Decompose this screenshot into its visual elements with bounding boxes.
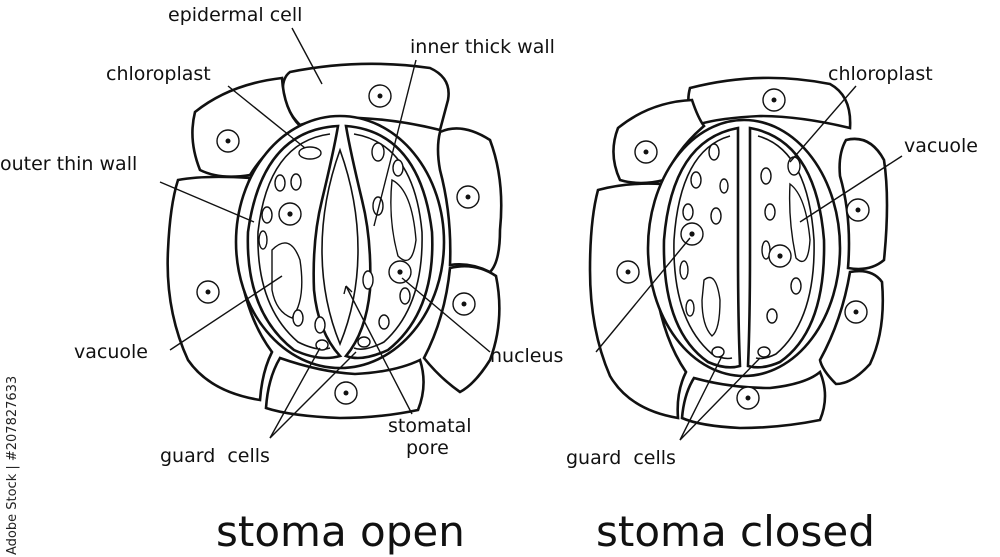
chloroplast — [760, 167, 772, 185]
chloroplast — [711, 346, 725, 358]
label-inner-thick-wall: inner thick wall — [410, 36, 555, 58]
chloroplast — [710, 207, 722, 225]
leader-guard-cell-closed-1 — [679, 355, 723, 441]
chloroplast — [274, 174, 286, 192]
nucleolus — [853, 309, 859, 315]
leader-guard-cell-open-1 — [269, 347, 321, 439]
chloroplast — [314, 316, 326, 334]
nucleolus — [855, 207, 861, 213]
label-chloroplast-open: chloroplast — [106, 63, 211, 85]
vacuole-right-closed — [788, 182, 811, 263]
chloroplast — [757, 346, 771, 358]
leader-nucleus-closed — [595, 237, 691, 353]
epidermal-cell-right — [422, 264, 501, 394]
chloroplast — [258, 230, 268, 250]
chloroplast — [685, 299, 695, 317]
leader-inner-thick-wall — [373, 59, 417, 227]
epidermal-cell-right — [818, 269, 885, 386]
label-stomatal-pore-2: pore — [406, 437, 449, 459]
nucleolus — [205, 289, 211, 295]
leader-vacuole-closed — [799, 155, 903, 223]
chloroplast — [764, 203, 776, 221]
nucleolus — [377, 93, 383, 99]
chloroplast — [371, 142, 385, 162]
nucleolus — [461, 301, 467, 307]
vacuole-left-closed — [701, 276, 721, 337]
stoma-closed-diagram: chloroplast vacuole guard cells — [566, 63, 978, 469]
leader-chloroplast-closed — [789, 85, 857, 163]
nucleolus — [745, 395, 751, 401]
label-outer-thin-wall: outer thin wall — [0, 153, 137, 175]
leader-guard-cell-closed-2 — [679, 357, 761, 441]
leader-epidermal-cell — [291, 27, 323, 85]
chloroplast — [362, 270, 374, 290]
nucleolus — [777, 253, 783, 259]
leader-vacuole-open — [169, 275, 283, 351]
leader-nucleus-open — [401, 277, 491, 353]
label-vacuole-open: vacuole — [74, 341, 148, 363]
stomatal-pore-open — [321, 147, 359, 347]
nucleolus — [465, 194, 471, 200]
label-guard-cells-open: guard cells — [160, 445, 270, 467]
chloroplast — [399, 287, 411, 305]
chloroplast — [790, 277, 802, 295]
chloroplast — [690, 171, 702, 189]
label-guard-cells-closed: guard cells — [566, 447, 676, 469]
chloroplast — [766, 308, 778, 324]
chloroplast — [682, 203, 694, 221]
nucleolus — [689, 231, 695, 237]
nucleolus — [343, 390, 349, 396]
label-stomatal-pore-1: stomatal — [388, 415, 472, 437]
nucleolus — [225, 138, 231, 144]
chloroplast — [392, 159, 404, 177]
nucleolus — [643, 149, 649, 155]
chloroplast — [679, 260, 689, 280]
leader-outer-thin-wall — [159, 181, 255, 223]
guard-cell-left-open — [246, 124, 343, 360]
stoma-open-diagram: epidermal cell inner thick wall chloropl… — [0, 4, 563, 467]
leader-stomatal-pore — [345, 285, 413, 415]
outer-thin-wall-left — [257, 133, 331, 350]
chloroplast — [787, 156, 801, 176]
chloroplast — [261, 206, 273, 224]
leader-stomatal-pore-arrow — [343, 285, 353, 295]
label-chloroplast-closed: chloroplast — [828, 63, 933, 85]
nucleolus — [287, 211, 293, 217]
chloroplast — [719, 178, 729, 194]
label-epidermal-cell: epidermal cell — [168, 4, 302, 26]
caption-stoma-closed: stoma closed — [596, 507, 875, 556]
chloroplast — [292, 309, 304, 327]
vacuole-left-open — [271, 242, 303, 319]
nucleolus — [397, 269, 403, 275]
outer-thin-wall-right — [353, 133, 423, 350]
caption-stoma-open: stoma open — [216, 507, 465, 556]
chloroplast — [378, 314, 390, 330]
chloroplast — [357, 336, 371, 348]
label-vacuole-closed: vacuole — [904, 135, 978, 157]
nucleolus — [771, 97, 777, 103]
leader-guard-cell-open-2 — [269, 351, 357, 439]
chloroplast — [315, 339, 329, 351]
chloroplast — [708, 143, 720, 161]
stock-id: Adobe Stock | #207827633 — [5, 376, 20, 555]
guard-cell-right-open — [343, 124, 434, 360]
chloroplast — [298, 146, 322, 160]
vacuole-right-open — [390, 178, 417, 262]
chloroplast — [290, 173, 302, 191]
label-nucleus: nucleus — [490, 345, 563, 367]
leader-chloroplast-open — [227, 85, 306, 149]
nucleolus — [625, 269, 631, 275]
